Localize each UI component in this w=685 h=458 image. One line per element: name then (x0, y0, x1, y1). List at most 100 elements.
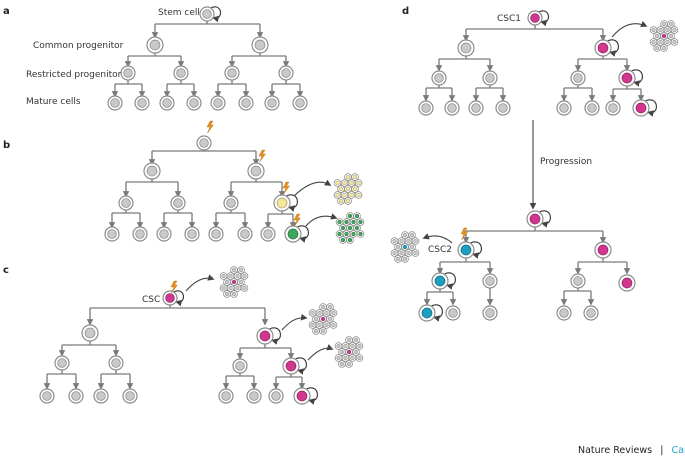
cell-nucleus (199, 138, 209, 148)
cell-nucleus (111, 358, 121, 368)
self-renewal-arrow (431, 304, 443, 322)
cell-62 (445, 305, 461, 321)
mutation-bolt-icon (282, 181, 290, 195)
cell-65 (583, 305, 599, 321)
cluster-nucleus (337, 219, 342, 225)
cell-9 (159, 95, 175, 111)
cluster-nucleus (310, 322, 315, 328)
lineage-branch (563, 85, 593, 100)
cell-14 (292, 95, 308, 111)
cluster-nucleus (228, 273, 233, 279)
cell-25 (208, 226, 224, 242)
cell-nucleus (125, 391, 135, 401)
cluster-nucleus (320, 316, 326, 322)
cluster-nucleus (654, 45, 660, 51)
cluster-nucleus (347, 225, 353, 231)
lineage-branch (151, 150, 257, 164)
tumour-growth-arrow (185, 274, 215, 292)
cluster-nucleus (406, 238, 411, 244)
cancer-stem-cell-1 (527, 10, 543, 26)
progressed-cancer-stem-cell (526, 210, 544, 228)
cluster-nucleus (320, 304, 326, 310)
cluster-nucleus (651, 39, 656, 45)
cluster-nucleus (235, 285, 240, 291)
cell-nucleus (421, 307, 433, 319)
mutant-progenitor-yellow (273, 194, 291, 212)
cluster-nucleus (413, 238, 418, 244)
cell-nucleus (597, 42, 609, 54)
lineage-branch (271, 80, 301, 96)
cell-nucleus (529, 213, 541, 225)
csc2-label: CSC2 (428, 245, 452, 255)
progression-label: Progression (540, 157, 592, 167)
cell-27 (260, 226, 276, 242)
cluster-nucleus (324, 322, 329, 328)
cluster-nucleus (310, 310, 315, 316)
lineage-branch (166, 80, 195, 96)
cluster-nucleus (338, 198, 344, 204)
cell-15 (196, 135, 212, 151)
cluster-nucleus (317, 322, 322, 328)
cell-60 (618, 274, 636, 292)
cell-44 (431, 70, 447, 86)
cell-23 (156, 226, 172, 242)
cluster-nucleus (224, 291, 230, 297)
cell-nucleus (267, 98, 277, 108)
cell-nucleus (202, 9, 212, 19)
cluster-nucleus (357, 355, 362, 361)
cluster-nucleus (357, 343, 362, 349)
tumour-growth-arrow (305, 213, 338, 227)
self-renewal-arrow (444, 272, 456, 290)
cell-nucleus (259, 330, 271, 342)
cluster-nucleus (224, 279, 230, 285)
cluster-nucleus (358, 219, 363, 225)
lineage-branch (267, 211, 294, 227)
lineage-branch (465, 25, 604, 40)
cell-39 (246, 388, 262, 404)
cluster-nucleus (661, 45, 667, 51)
cluster-nucleus (352, 186, 358, 192)
cluster-nucleus (331, 310, 336, 316)
cell-nucleus (597, 244, 609, 256)
cluster-nucleus (399, 238, 404, 244)
cluster-nucleus (402, 244, 408, 250)
cell-35 (122, 388, 138, 404)
cell-nucleus (226, 198, 236, 208)
cell-nucleus (559, 103, 569, 113)
cell-nucleus (621, 277, 633, 289)
cell-30 (54, 355, 70, 371)
cell-12 (238, 95, 254, 111)
cluster-nucleus (395, 244, 401, 250)
cell-nucleus (240, 229, 250, 239)
cluster-nucleus (327, 304, 333, 310)
cluster-nucleus (654, 33, 660, 39)
cell-47 (618, 69, 636, 87)
cell-nucleus (296, 390, 308, 402)
cell-36 (232, 358, 248, 374)
cell-nucleus (281, 68, 291, 78)
stem-cell (199, 6, 215, 22)
cell-11 (210, 95, 226, 111)
lineage-branch (475, 85, 504, 100)
lineage-branch (439, 258, 491, 273)
cell-nucleus (287, 228, 299, 240)
journal-separator: | (660, 445, 663, 456)
cell-nucleus (211, 229, 221, 239)
tumour-cluster (219, 266, 249, 298)
cell-nucleus (587, 103, 597, 113)
cell-nucleus (448, 308, 458, 318)
lineage-branch (127, 53, 182, 66)
cell-nucleus (621, 72, 633, 84)
cell-nucleus (96, 391, 106, 401)
cluster-nucleus (221, 273, 226, 279)
lineage-branch (577, 56, 628, 70)
cluster-nucleus (221, 285, 226, 291)
tumour-growth-arrow (307, 344, 334, 361)
cluster-nucleus (345, 186, 351, 192)
mutation-bolt-icon (293, 213, 301, 227)
cluster-nucleus (346, 337, 352, 343)
cluster-nucleus (349, 180, 354, 186)
lineage-branch (239, 344, 292, 358)
csc-label: CSC (142, 295, 160, 305)
